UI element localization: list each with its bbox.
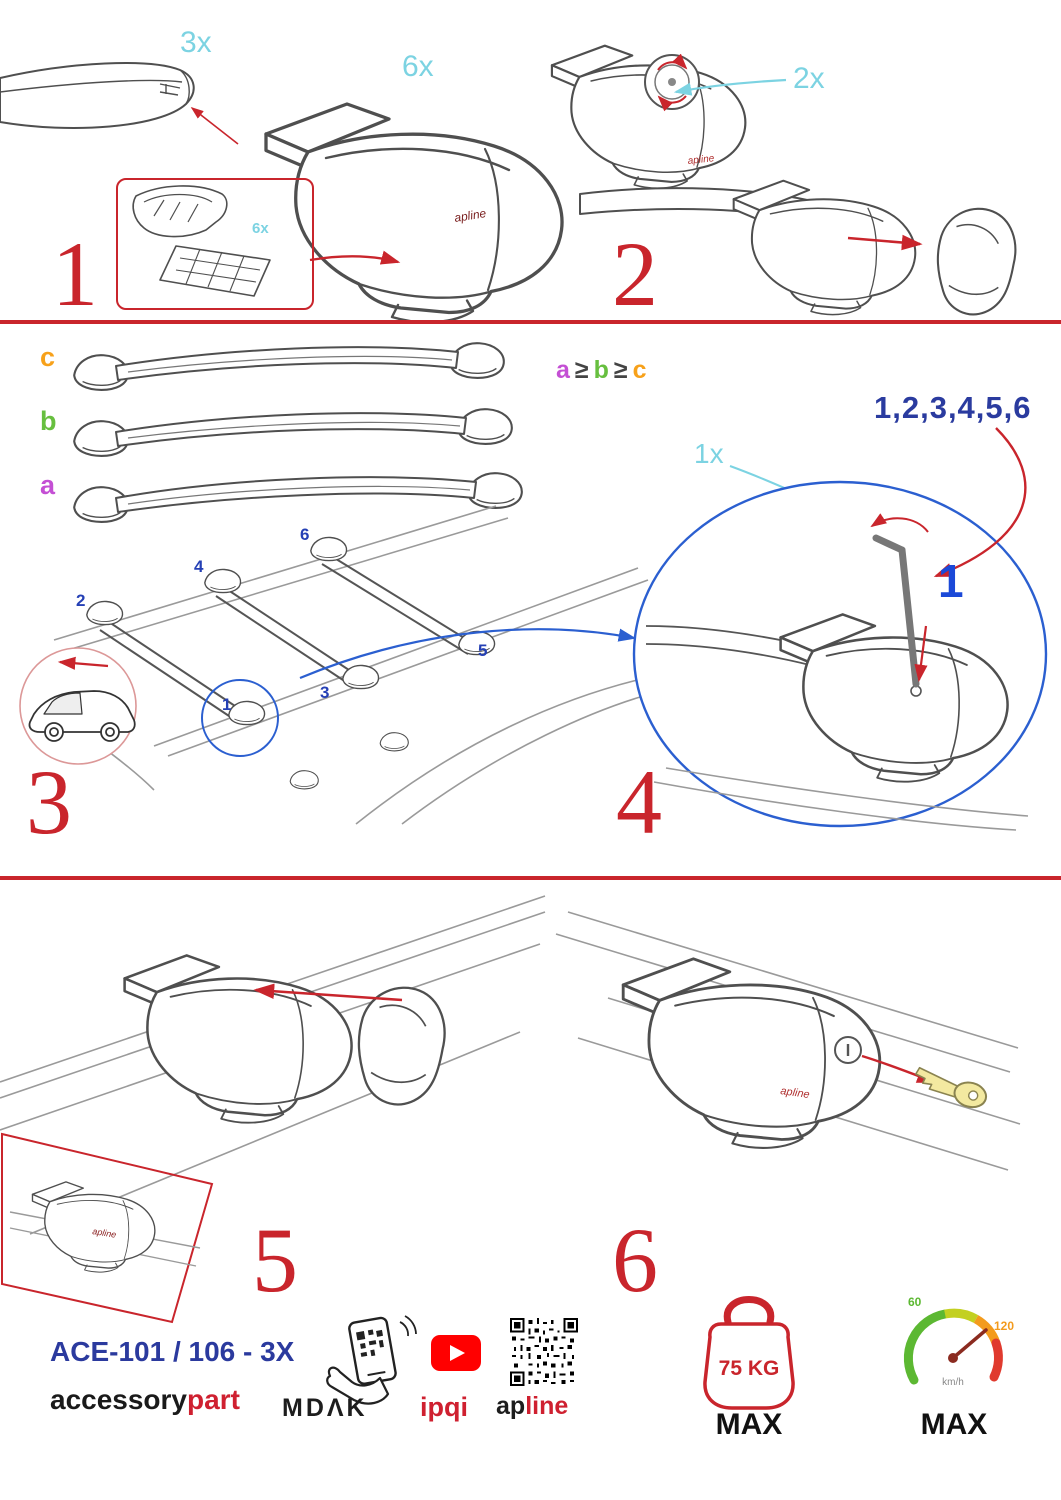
qty-key-label: 1x — [694, 438, 724, 469]
apline-mini-logo: apline — [780, 1085, 811, 1101]
dial-pointer-arrow-icon — [673, 78, 787, 96]
sequence-arrow-icon — [933, 427, 1027, 578]
bolt-arrow-icon — [914, 625, 928, 683]
allen-key-icon — [898, 546, 920, 688]
qty-pad-label: 6x — [252, 220, 269, 237]
tightening-sequence: 1,2,3,4,5,6 — [874, 390, 1032, 425]
weight-limit-icon: 75 KG — [703, 1296, 795, 1410]
brand-wordmark: accessorypart — [50, 1384, 240, 1416]
crossbar-a-illustration — [73, 472, 523, 523]
speed-max-label: MAX — [920, 1408, 988, 1441]
ipqi-logo: ipqi — [420, 1392, 468, 1422]
rule-geq-2: ≥ — [613, 356, 628, 384]
apline-mini-logo: apline — [453, 206, 487, 225]
rule-b: b — [593, 356, 609, 384]
car-direction-inset — [19, 647, 137, 765]
size-label-a: a — [40, 470, 56, 500]
qty-crossbar-label: 3x — [180, 26, 212, 59]
crossbar-b-illustration — [73, 408, 513, 457]
position-label-2: 2 — [76, 591, 85, 610]
rubber-pad-illustration — [132, 185, 271, 297]
crossbar-c-illustration — [73, 342, 505, 391]
key-rotate-arrow-icon — [870, 513, 929, 533]
allen-key-icon — [872, 534, 906, 554]
qty-dial-label: 2x — [793, 62, 825, 95]
position-label-1: 1 — [222, 695, 231, 714]
bar-pointer-arrow-icon — [190, 107, 239, 145]
section-divider — [0, 876, 1061, 880]
apline-line: line — [525, 1392, 569, 1420]
foot-clamp-illustration: apline — [264, 102, 564, 324]
model-number: ACE-101 / 106 - 3X — [50, 1336, 295, 1367]
position-1-highlight-circle — [201, 679, 279, 757]
step-6-number: 6 — [612, 1209, 658, 1311]
pad-insert-arrow-icon — [309, 250, 401, 265]
position-label-3: 3 — [320, 683, 329, 702]
step-2-number: 2 — [612, 223, 658, 325]
apline-logo: apline — [496, 1392, 568, 1421]
speed-high-label: 120 — [994, 1319, 1014, 1333]
position-label-6: 6 — [300, 525, 309, 544]
weight-max-label: MAX — [715, 1408, 783, 1441]
phone-scan-icon — [326, 1315, 417, 1405]
bar-foot-assembly-illustration — [579, 179, 1017, 316]
dial-rotate-arrow-icon — [657, 53, 688, 71]
car-front-arrow-icon — [57, 656, 109, 670]
hand-icon — [326, 1366, 390, 1405]
speedometer-needle — [951, 1328, 988, 1360]
rule-geq-1: ≥ — [574, 356, 589, 384]
apline-ap: ap — [496, 1392, 526, 1420]
cover-attach-arrow-icon — [253, 983, 403, 1002]
weight-limit-value: 75 KG — [719, 1357, 780, 1380]
apline-mini-logo: apline — [92, 1226, 117, 1240]
key-icon — [915, 1066, 988, 1109]
mounted-inset-frame — [1, 1132, 214, 1324]
cover-insert-arrow-icon — [847, 234, 923, 251]
step-4-number: 4 — [616, 751, 662, 853]
speedometer-icon: 60 120 km/h — [903, 1295, 1014, 1388]
speed-low-label: 60 — [908, 1295, 922, 1309]
qty-foot-label: 6x — [402, 50, 434, 83]
mdak-logo: MDΛK — [282, 1394, 368, 1422]
size-label-c: c — [40, 342, 56, 372]
step-1-number: 1 — [52, 223, 98, 325]
brand-part: part — [187, 1384, 240, 1415]
crossbar-illustration — [0, 62, 239, 145]
lock-key-illustration: apline — [555, 911, 1021, 1171]
position-label-4: 4 — [194, 557, 204, 576]
dial-rotate-arrow-icon — [657, 95, 687, 112]
inset-detail-box: 6x — [116, 178, 314, 310]
qr-code — [510, 1318, 578, 1386]
step-3-number: 3 — [26, 751, 72, 853]
section-divider — [0, 320, 1061, 324]
size-rule: a ≥ b ≥ c — [556, 356, 647, 385]
speed-unit-label: km/h — [942, 1377, 964, 1388]
cover-mounting-illustration: apline — [0, 895, 546, 1324]
brand-accessory: accessory — [50, 1384, 188, 1415]
youtube-icon — [431, 1335, 481, 1371]
apline-mini-logo: apline — [687, 153, 715, 167]
step-5-number: 5 — [252, 1209, 298, 1311]
roof-layout-illustration: 2 4 6 1 3 5 — [45, 505, 675, 825]
callout-position-number: 1 — [938, 555, 964, 607]
zoom-pointer-arrow-icon — [299, 628, 637, 680]
rule-a: a — [556, 356, 570, 384]
size-label-b: b — [40, 406, 57, 436]
position-label-5: 5 — [478, 641, 487, 660]
rule-c: c — [632, 356, 647, 384]
